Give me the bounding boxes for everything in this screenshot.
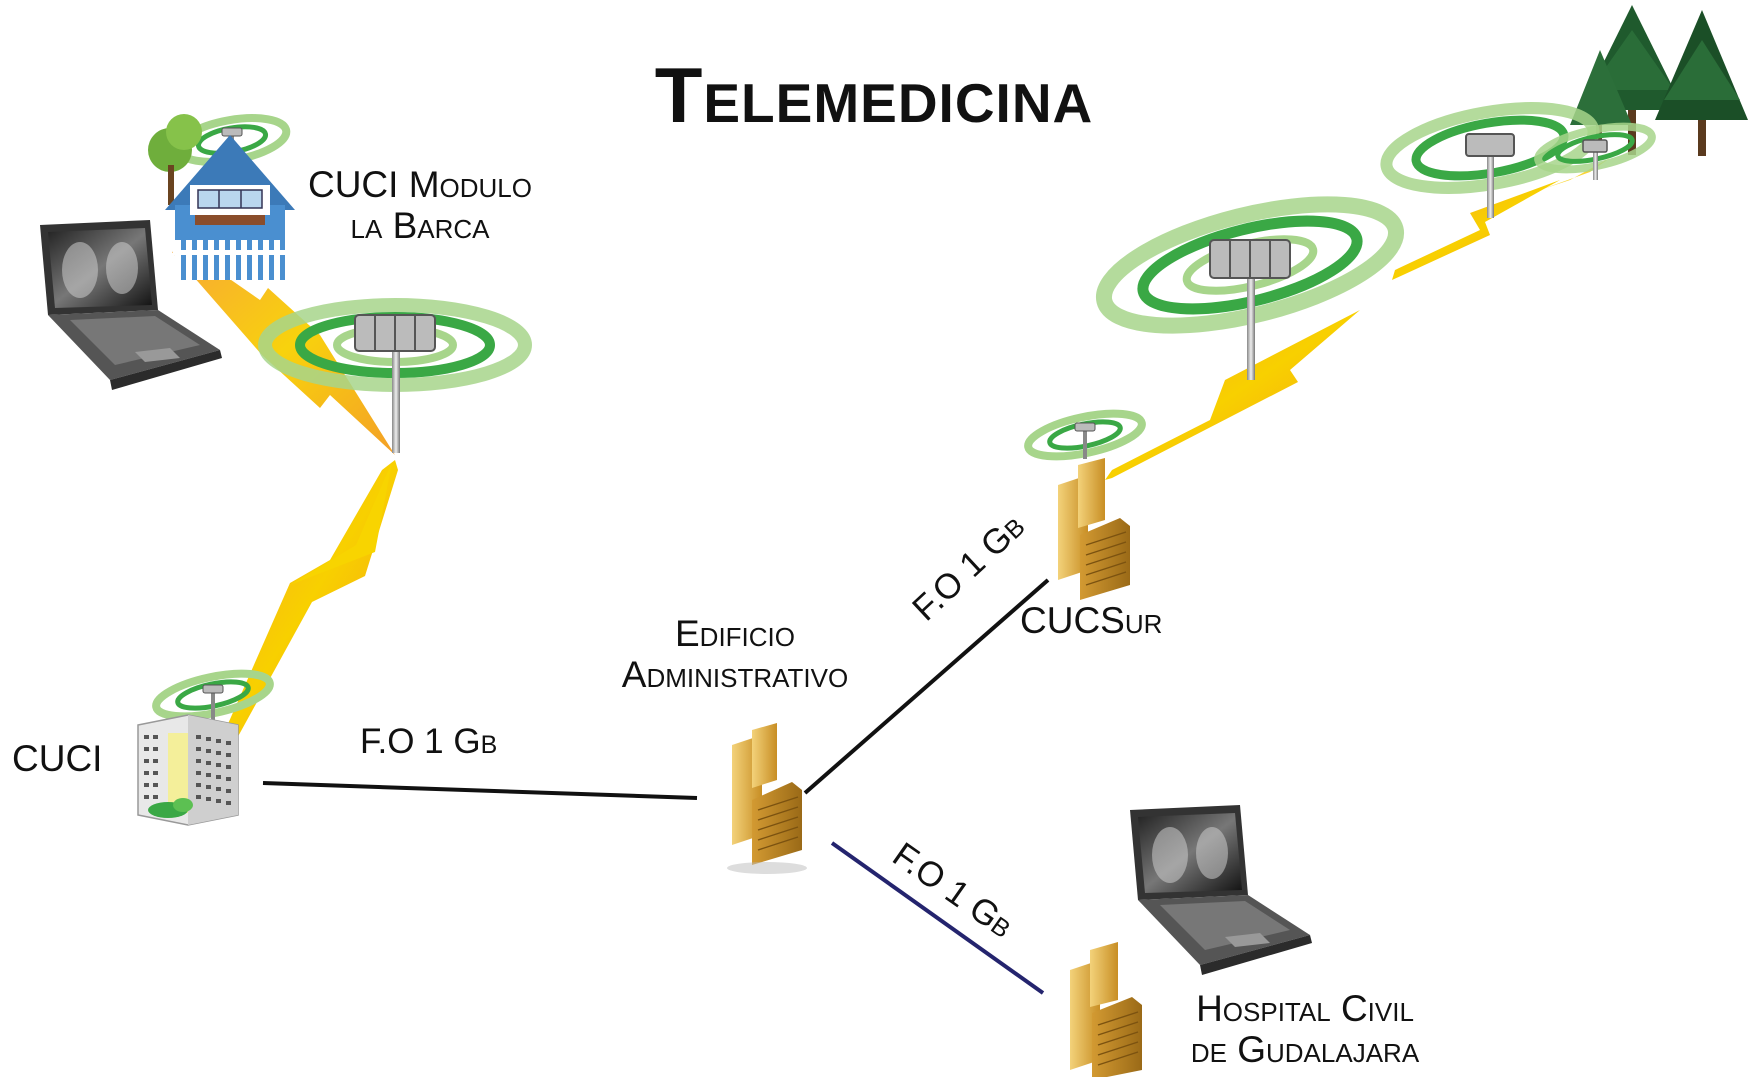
link-label-cuci-edificio: F.O 1 Gb: [360, 722, 498, 761]
node-label-line: Administrativo: [621, 654, 849, 696]
fiber-link-edificio-hospital: [830, 841, 1045, 995]
node-label-line: la Barca: [350, 205, 490, 247]
lightning-icon: [172, 158, 1610, 742]
building-icon: [137, 714, 239, 826]
house-icon: [148, 114, 295, 280]
tower-icon: [258, 298, 532, 453]
node-label-edificio: Edificio Administrativo: [595, 613, 875, 696]
tower-icon: [152, 669, 274, 721]
node-label-cuci: CUCI: [12, 738, 103, 779]
laptop-icon: [40, 220, 222, 390]
node-label-line: Edificio: [674, 613, 795, 654]
building-icon: [1070, 942, 1142, 1077]
page-title: Telemedicina: [654, 51, 1094, 139]
node-label-line: CUCI Modulo: [307, 164, 532, 205]
building-icon: [1058, 458, 1130, 600]
node-label-cucsur: CUCSur: [1020, 600, 1163, 641]
tower-icon: [1024, 409, 1146, 461]
node-label-hospital: Hospital Civil de Gudalajara: [1165, 988, 1445, 1071]
building-icon: [727, 723, 807, 874]
fiber-link-edificio-cucsur: [803, 578, 1050, 795]
laptop-icon: [1130, 805, 1312, 975]
fiber-link-cuci-edificio: [262, 781, 698, 800]
tower-icon: [1095, 196, 1405, 380]
node-label-line: de Gudalajara: [1190, 1029, 1420, 1071]
node-label-cuci-modulo: CUCI Modulo la Barca: [290, 164, 550, 247]
tower-icon: [1534, 122, 1656, 180]
node-label-line: Hospital Civil: [1196, 988, 1414, 1029]
